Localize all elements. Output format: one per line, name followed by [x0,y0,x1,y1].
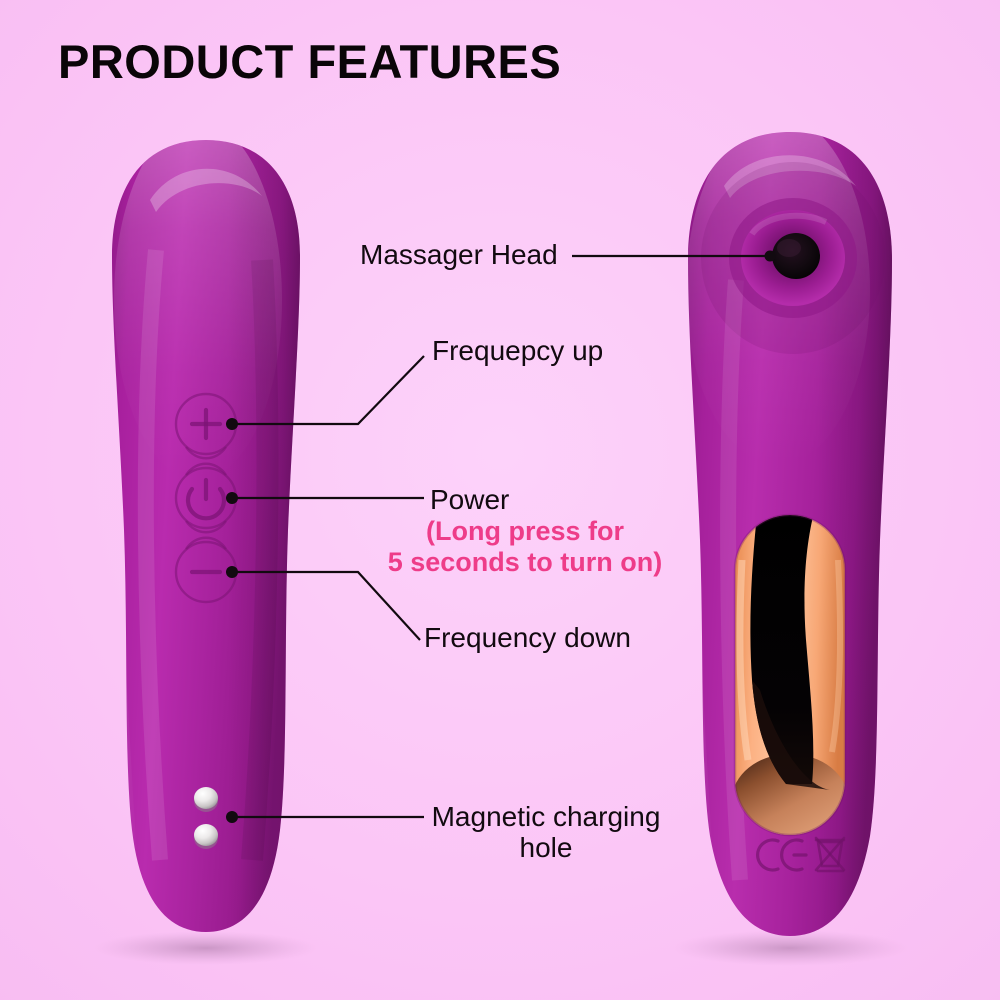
power-icon [185,477,227,521]
certification-marks [756,836,846,873]
weee-bin-icon [814,836,846,873]
callout-label-charging-hole: Magnetic charging hole [431,801,661,863]
leader-frequency-up [226,355,425,430]
drop-shadow-back [672,930,908,966]
page-title: PRODUCT FEATURES [58,35,562,88]
leader-charging-hole [226,811,424,823]
leader-power [226,492,424,504]
callout-label-massager-head: Massager Head [360,239,558,270]
interior-cavity [733,513,847,837]
magnetic-charging-pins [194,787,218,849]
plus-icon [189,407,223,441]
device-back-view [688,132,892,936]
callout-label-power: Power [430,484,510,515]
power-note: (Long press for 5 seconds to turn on) [365,516,685,579]
leader-frequency-down [226,566,421,641]
ce-mark [756,838,808,872]
power-note-line-1: (Long press for [425,516,624,546]
massager-head [729,198,857,318]
power-note-line-2: 5 seconds to turn on) [387,547,663,578]
leader-massager-head [572,250,776,262]
callout-label-frequency-down: Frequency down [424,622,632,653]
callout-label-frequency-up: Frequepcy up [432,335,604,366]
drop-shadow-front [94,931,318,965]
